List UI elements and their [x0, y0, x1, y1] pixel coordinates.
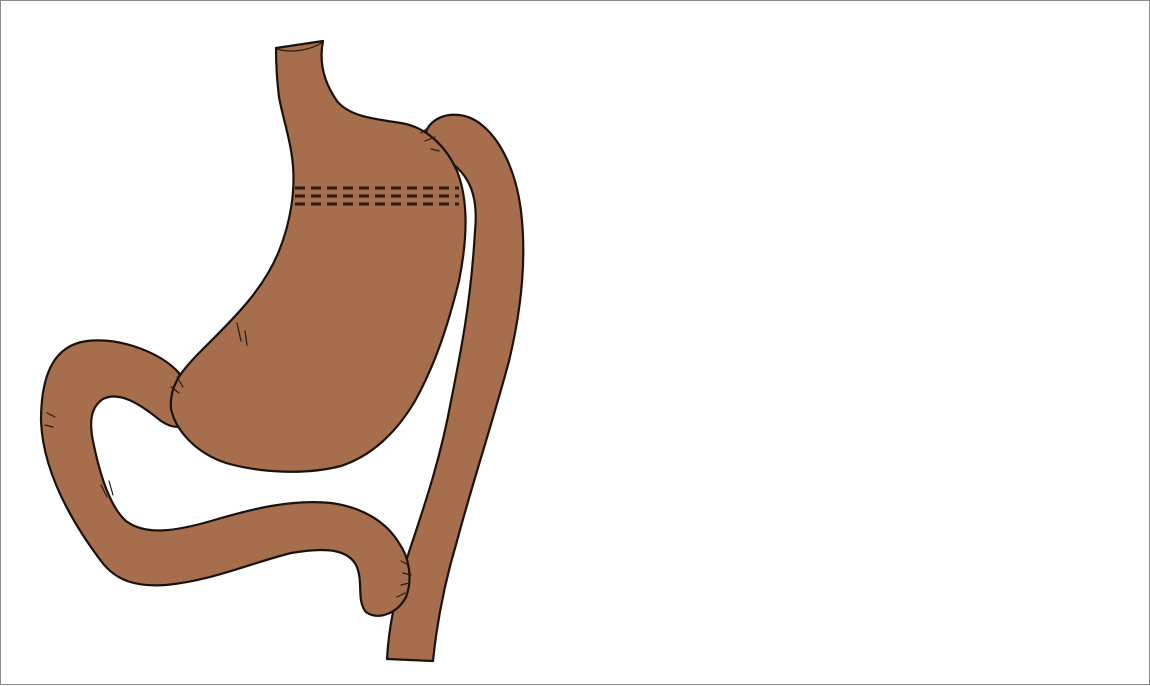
- stomach: [171, 41, 466, 472]
